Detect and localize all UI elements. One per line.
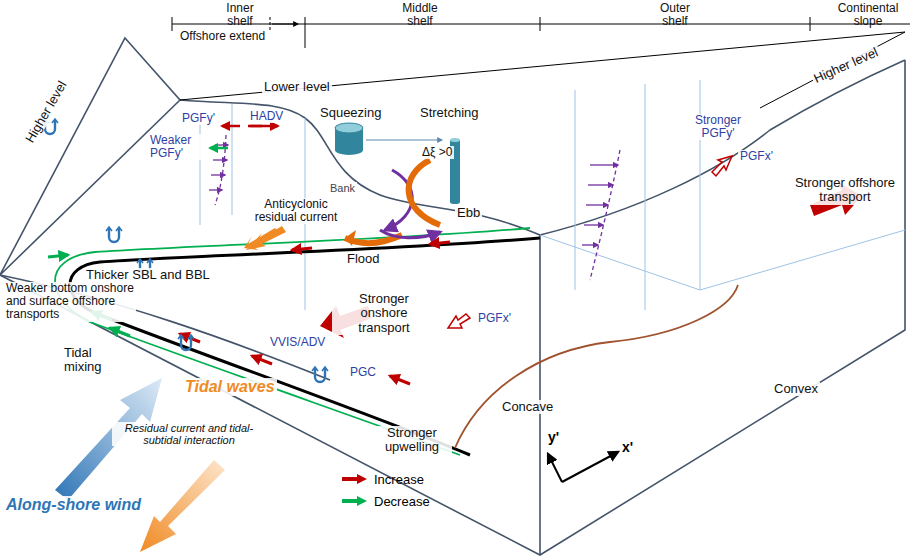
vorticity-label: Δξ >0 <box>420 146 454 159</box>
force-label: PGFx' <box>476 312 513 325</box>
process-label: Squeezing <box>318 106 383 120</box>
legend-text: Increase <box>374 472 424 487</box>
force-label: Weaker PGFy' <box>148 134 208 160</box>
layer-label: Thicker SBL and BBL <box>84 268 212 282</box>
force-label: PGFy' <box>180 112 217 125</box>
tide-label: Flood <box>345 252 382 266</box>
shape-label: Convex <box>772 382 820 396</box>
transport-label: Stronger offshore transport <box>790 176 900 205</box>
force-label: Stronger PGFy' <box>684 114 752 140</box>
zone-label: Inner shelf <box>218 2 262 28</box>
level-label: Higher level <box>810 44 882 87</box>
term-label: VVIS/ADV <box>268 336 327 349</box>
forcing-note: Residual current and tidal-subtidal inte… <box>112 422 266 446</box>
forcing-label: Along-shore wind <box>4 496 143 514</box>
tide-label: Ebb <box>455 206 482 220</box>
level-label: Higher level <box>22 77 71 147</box>
transport-label: Stronger onshore transport <box>332 292 436 335</box>
legend-arrow <box>340 495 368 507</box>
level-label: Lower level <box>262 80 332 94</box>
forcing-label: Tidal waves <box>183 378 277 396</box>
axis-label: x' <box>622 440 633 455</box>
term-label: PGC <box>348 366 378 379</box>
shape-label: Concave <box>500 400 555 414</box>
transport-label: Weaker bottom onshore and surface offsho… <box>4 282 136 322</box>
zone-note: Offshore extend <box>180 30 265 43</box>
axis-label: y' <box>548 430 559 445</box>
process-label: Stronger upwelling <box>372 426 452 455</box>
legend: IncreaseDecrease <box>340 468 430 512</box>
legend-row: Increase <box>340 468 430 490</box>
legend-arrow <box>340 473 368 485</box>
zone-label: Middle shelf <box>395 2 445 28</box>
current-label: Anticyclonic residual current <box>250 198 342 224</box>
zone-label: Continental slope <box>830 2 906 28</box>
process-label: Stretching <box>418 106 481 120</box>
legend-text: Decrease <box>374 494 430 509</box>
process-label: Tidal mixing <box>62 346 114 375</box>
legend-row: Decrease <box>340 490 430 512</box>
feature-label: Bank <box>328 182 357 194</box>
zone-label: Outer shelf <box>650 2 700 28</box>
term-label: HADV <box>248 110 285 123</box>
force-label: PGFx' <box>738 150 775 163</box>
